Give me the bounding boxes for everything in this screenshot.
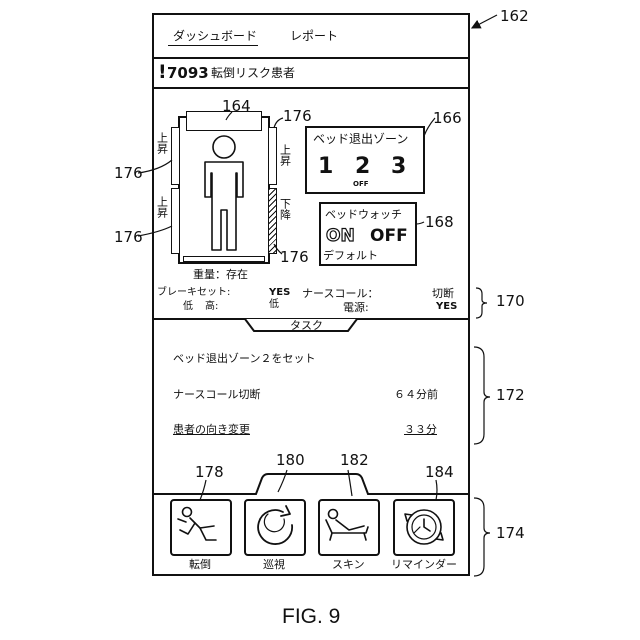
ref-168: 168 — [425, 215, 454, 230]
ref-182: 182 — [340, 453, 369, 468]
task-item-1-text[interactable]: ナースコール切断 — [173, 389, 260, 400]
low-value: 低 — [269, 300, 279, 310]
ref-164: 164 — [222, 99, 251, 114]
rounding-button-label: 巡視 — [263, 559, 285, 570]
fall-button[interactable] — [170, 499, 232, 556]
room-number: 7093 — [167, 66, 209, 81]
low-label: 低 — [183, 302, 193, 312]
ref-162: 162 — [500, 9, 529, 24]
exit-zone-title: ベッド退出ゾーン — [313, 133, 408, 145]
power-label: 電源: — [343, 302, 369, 313]
ref-172: 172 — [496, 388, 525, 403]
task-tab-label[interactable]: タスク — [290, 320, 323, 331]
reminder-button-label: リマインダー — [391, 559, 457, 570]
bed-watch-title: ベッドウォッチ — [325, 209, 402, 220]
ref-178: 178 — [195, 465, 224, 480]
skin-button[interactable] — [318, 499, 380, 556]
skin-button-label: スキン — [332, 559, 365, 570]
rail-label-top-left: 上昇 — [156, 132, 168, 154]
ref-184: 184 — [425, 465, 454, 480]
ref-176-left-bottom: 176 — [114, 230, 143, 245]
bed-outline[interactable] — [178, 116, 270, 264]
bed-watch-on-button[interactable]: ON — [326, 228, 355, 245]
task-item-0-text[interactable]: ベッド退出ゾーン２をセット — [173, 353, 315, 364]
exit-zone-2-sub: OFF — [353, 181, 369, 188]
nurse-call-label: ナースコール： — [302, 288, 378, 299]
ref-176-left-top: 176 — [114, 166, 143, 181]
bed-watch-default: デフォルト — [323, 250, 378, 261]
exit-zone-3-button[interactable]: 3 — [391, 156, 406, 178]
tab-report[interactable]: レポート — [290, 30, 338, 42]
task-item-2-text[interactable]: 患者の向き変更 — [173, 424, 250, 435]
weight-status: 重量：存在 — [193, 269, 248, 280]
rail-bottom-left[interactable] — [171, 188, 180, 254]
ref-170: 170 — [496, 294, 525, 309]
task-item-2-time: ３３分 — [404, 424, 437, 435]
power-value: YES — [436, 302, 457, 312]
brake-label: ブレーキセット: — [157, 288, 230, 298]
ref-174: 174 — [496, 526, 525, 541]
rail-top-left[interactable] — [171, 127, 180, 185]
bed-foot — [183, 256, 265, 262]
rail-label-bottom-left: 上昇 — [156, 196, 168, 218]
rail-bottom-right[interactable] — [268, 188, 277, 254]
rail-label-top-right: 上昇 — [279, 144, 291, 166]
ref-176-bottom-right: 176 — [280, 250, 309, 265]
tab-dashboard[interactable]: ダッシュボード — [173, 30, 257, 42]
high-label: 高: — [205, 302, 218, 312]
nurse-call-value: 切断 — [432, 288, 454, 299]
alert-icon: ! — [158, 63, 167, 82]
rounding-button[interactable] — [244, 499, 306, 556]
tab-dashboard-underline — [168, 45, 258, 46]
exit-zone-2-button[interactable]: 2 — [355, 156, 370, 178]
fall-button-label: 転倒 — [189, 559, 211, 570]
figure-caption: FIG. 9 — [282, 606, 340, 627]
exit-zone-1-button[interactable]: 1 — [318, 156, 333, 178]
ref-176-top-right: 176 — [283, 109, 312, 124]
rail-top-right[interactable] — [268, 127, 277, 185]
patient-risk-label: 転倒リスク患者 — [211, 67, 295, 79]
brake-value: YES — [269, 288, 290, 298]
reminder-button[interactable] — [393, 499, 455, 556]
ref-180: 180 — [276, 453, 305, 468]
task-item-1-time: ６４分前 — [394, 389, 438, 400]
bed-watch-off-button[interactable]: OFF — [370, 228, 408, 245]
rail-label-bottom-right: 下降 — [279, 198, 291, 220]
ref-166: 166 — [433, 111, 462, 126]
